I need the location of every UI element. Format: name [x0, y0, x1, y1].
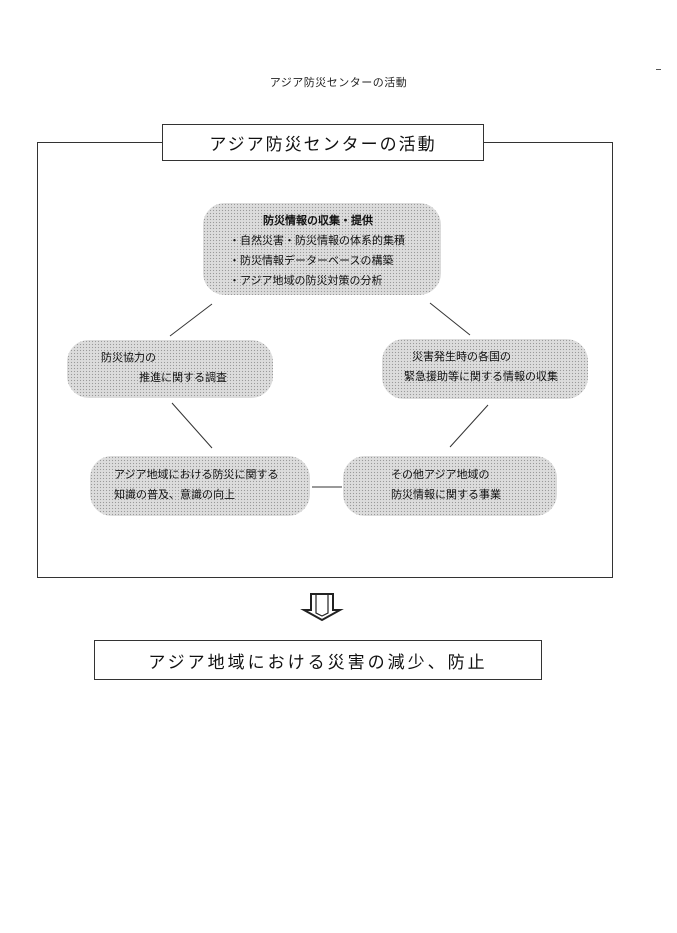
frame-title: アジア防災センターの活動 [162, 124, 484, 161]
page-caption: アジア防災センターの活動 [269, 76, 408, 89]
node-cooperation-line1: 防災協力の [101, 351, 156, 364]
scan-mark [656, 69, 661, 70]
node-knowledge-line1: アジア地域における防災に関する [114, 468, 279, 481]
node-emergency-line2: 緊急援助等に関する情報の収集 [404, 370, 558, 383]
down-arrow-icon [300, 593, 344, 622]
node-info-item-2: ・防災情報データーベースの構築 [229, 254, 394, 267]
node-cooperation-research: 防災協力の 推進に関する調査 [67, 340, 273, 398]
node-knowledge-line2: 知識の普及、意識の向上 [114, 488, 235, 501]
node-info-item-1: ・自然災害・防災情報の体系的集積 [229, 234, 405, 247]
node-other-projects: その他アジア地域の 防災情報に関する事業 [343, 456, 557, 516]
node-other-line2: 防災情報に関する事業 [391, 488, 501, 501]
node-knowledge-awareness: アジア地域における防災に関する 知識の普及、意識の向上 [90, 456, 310, 516]
node-cooperation-line2: 推進に関する調査 [139, 371, 227, 384]
node-emergency-info: 災害発生時の各国の 緊急援助等に関する情報の収集 [382, 339, 588, 399]
node-other-line1: その他アジア地域の [391, 468, 490, 481]
node-info-collection: 防災情報の収集・提供 ・自然災害・防災情報の体系的集積 ・防災情報データーベース… [203, 203, 441, 295]
node-emergency-line1: 災害発生時の各国の [412, 350, 511, 363]
node-info-item-3: ・アジア地域の防災対策の分析 [229, 274, 383, 287]
result-box: アジア地域における災害の減少、防止 [94, 640, 542, 680]
node-info-collection-heading: 防災情報の収集・提供 [263, 214, 373, 227]
